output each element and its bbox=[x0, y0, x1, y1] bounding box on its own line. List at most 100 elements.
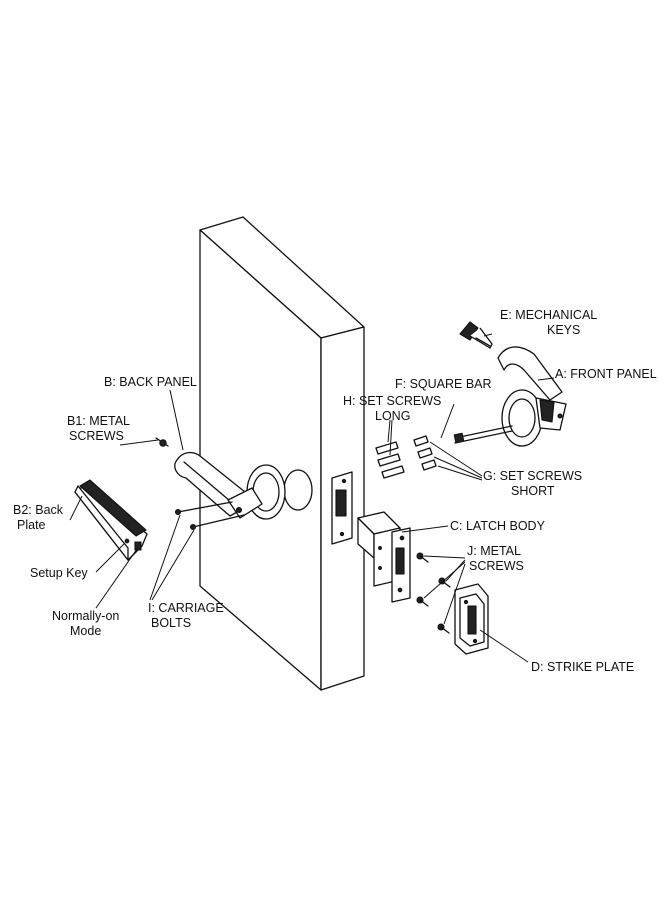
leader-setup-key bbox=[95, 542, 126, 573]
carriage-bolt-upper-head bbox=[174, 508, 182, 516]
leader-carriage-bolt-2 bbox=[151, 529, 195, 601]
front-lever bbox=[497, 346, 563, 401]
front-cylinder bbox=[557, 413, 563, 419]
leader-j-screws-4 bbox=[443, 563, 466, 625]
label-square-bar: F: SQUARE BAR bbox=[395, 377, 492, 391]
square-bar-lower bbox=[454, 430, 513, 444]
set-screws bbox=[375, 435, 437, 479]
label-setup-key: Setup Key bbox=[30, 566, 88, 580]
key-groove bbox=[475, 337, 491, 347]
carriage-bolt-lower bbox=[192, 514, 245, 528]
labels: E: MECHANICAL KEYS A: FRONT PANEL B: BAC… bbox=[13, 308, 657, 674]
leader-back-panel bbox=[169, 389, 184, 451]
leader-j-screws-3 bbox=[423, 561, 466, 599]
leader-keys bbox=[483, 333, 493, 337]
j-metal-screws bbox=[416, 552, 451, 634]
label-latch-body: C: LATCH BODY bbox=[450, 519, 546, 533]
leader-set-screws-long-2 bbox=[389, 419, 393, 456]
mortise-screw-hole-top bbox=[341, 478, 347, 484]
j-screw-1-shank bbox=[419, 555, 429, 563]
label-set-screws-short-line1: G: SET SCREWS bbox=[483, 469, 582, 483]
door-bore-hole bbox=[283, 469, 313, 511]
strike-plate-opening bbox=[467, 605, 477, 635]
label-back-panel: B: BACK PANEL bbox=[104, 375, 197, 389]
carriage-bolt-lower-head bbox=[189, 523, 197, 531]
set-screw-short-2 bbox=[417, 447, 433, 459]
key-bow bbox=[459, 321, 479, 341]
leader-back-plate bbox=[69, 495, 83, 521]
label-j-metal-screws-line2: SCREWS bbox=[469, 559, 524, 573]
label-set-screws-long-line1: H: SET SCREWS bbox=[343, 394, 441, 408]
latch-hole-2 bbox=[378, 566, 382, 570]
set-screw-short-3 bbox=[421, 459, 437, 471]
label-carriage-bolts-line2: BOLTS bbox=[151, 616, 191, 630]
latch-screw-bottom bbox=[397, 587, 403, 593]
leader-normally-on bbox=[95, 548, 138, 609]
latch-body bbox=[357, 511, 411, 603]
leader-set-screws-short-3 bbox=[437, 465, 483, 481]
label-set-screws-long-line2: LONG bbox=[375, 409, 410, 423]
label-j-metal-screws-line1: J: METAL bbox=[467, 544, 521, 558]
leader-set-screws-long-1 bbox=[387, 419, 391, 443]
square-bar-end bbox=[453, 432, 465, 444]
label-back-plate-line2: Plate bbox=[17, 518, 46, 532]
label-b1-metal-screws-line2: SCREWS bbox=[69, 429, 124, 443]
strike-screw-bottom bbox=[472, 638, 478, 644]
back-panel-handle bbox=[174, 451, 263, 519]
label-set-screws-short-line2: SHORT bbox=[511, 484, 555, 498]
square-bar bbox=[453, 425, 513, 444]
set-screw-long-3 bbox=[381, 465, 405, 479]
strike-screw-top bbox=[463, 599, 469, 605]
j-screw-2-shank bbox=[441, 580, 451, 588]
set-screw-long-2 bbox=[377, 453, 401, 467]
leader-square-bar bbox=[440, 403, 455, 439]
set-screw-long-1 bbox=[375, 441, 399, 455]
leader-set-screws-short-1 bbox=[429, 441, 483, 477]
square-bar-upper bbox=[454, 425, 513, 439]
leader-strike-plate bbox=[479, 629, 529, 663]
back-plate bbox=[74, 479, 148, 561]
carriage-bolts bbox=[174, 501, 245, 531]
j-screw-3-shank bbox=[419, 599, 429, 607]
label-mechanical-keys-line2: KEYS bbox=[547, 323, 580, 337]
latch-hole-1 bbox=[378, 546, 382, 550]
b1-metal-screw bbox=[155, 437, 169, 447]
label-normally-on-line2: Mode bbox=[70, 624, 101, 638]
j-screw-4-shank bbox=[440, 626, 450, 634]
leader-front-panel bbox=[537, 377, 555, 381]
front-rose-inner bbox=[508, 398, 536, 438]
label-front-panel: A: FRONT PANEL bbox=[555, 367, 657, 381]
handle-groove bbox=[183, 461, 237, 507]
door bbox=[199, 216, 365, 691]
front-panel bbox=[497, 346, 567, 447]
back-panel-rose bbox=[246, 464, 313, 520]
door-latch-hole bbox=[335, 489, 347, 517]
label-carriage-bolts-line1: I: CARRIAGE bbox=[148, 601, 224, 615]
back-plate-button bbox=[134, 541, 142, 551]
set-screw-short-1 bbox=[413, 435, 429, 447]
leader-carriage-bolt-1 bbox=[149, 514, 181, 601]
leader-b1-screws bbox=[119, 439, 159, 446]
latch-bolt bbox=[395, 547, 405, 575]
label-normally-on-line1: Normally-on bbox=[52, 609, 119, 623]
leader-j-screws-1 bbox=[423, 555, 466, 559]
label-b1-metal-screws-line1: B1: METAL bbox=[67, 414, 130, 428]
mortise-screw-hole-bottom bbox=[339, 531, 345, 537]
handle-screw bbox=[235, 506, 243, 514]
leader-latch-body bbox=[401, 525, 449, 533]
carriage-bolt-upper bbox=[177, 501, 233, 513]
label-back-plate-line1: B2: Back bbox=[13, 503, 64, 517]
back-plate-front bbox=[74, 485, 129, 561]
label-mechanical-keys-line1: E: MECHANICAL bbox=[500, 308, 597, 322]
b1-screw-head bbox=[159, 439, 167, 447]
leader-lines bbox=[69, 333, 555, 663]
front-body-dark bbox=[539, 399, 555, 423]
back-plate-dark-top bbox=[79, 479, 147, 537]
label-strike-plate: D: STRIKE PLATE bbox=[531, 660, 634, 674]
latch-screw-top bbox=[399, 535, 405, 541]
strike-plate bbox=[454, 583, 489, 655]
leader-set-screws-short-2 bbox=[433, 456, 483, 479]
setup-key-hole bbox=[124, 538, 130, 544]
